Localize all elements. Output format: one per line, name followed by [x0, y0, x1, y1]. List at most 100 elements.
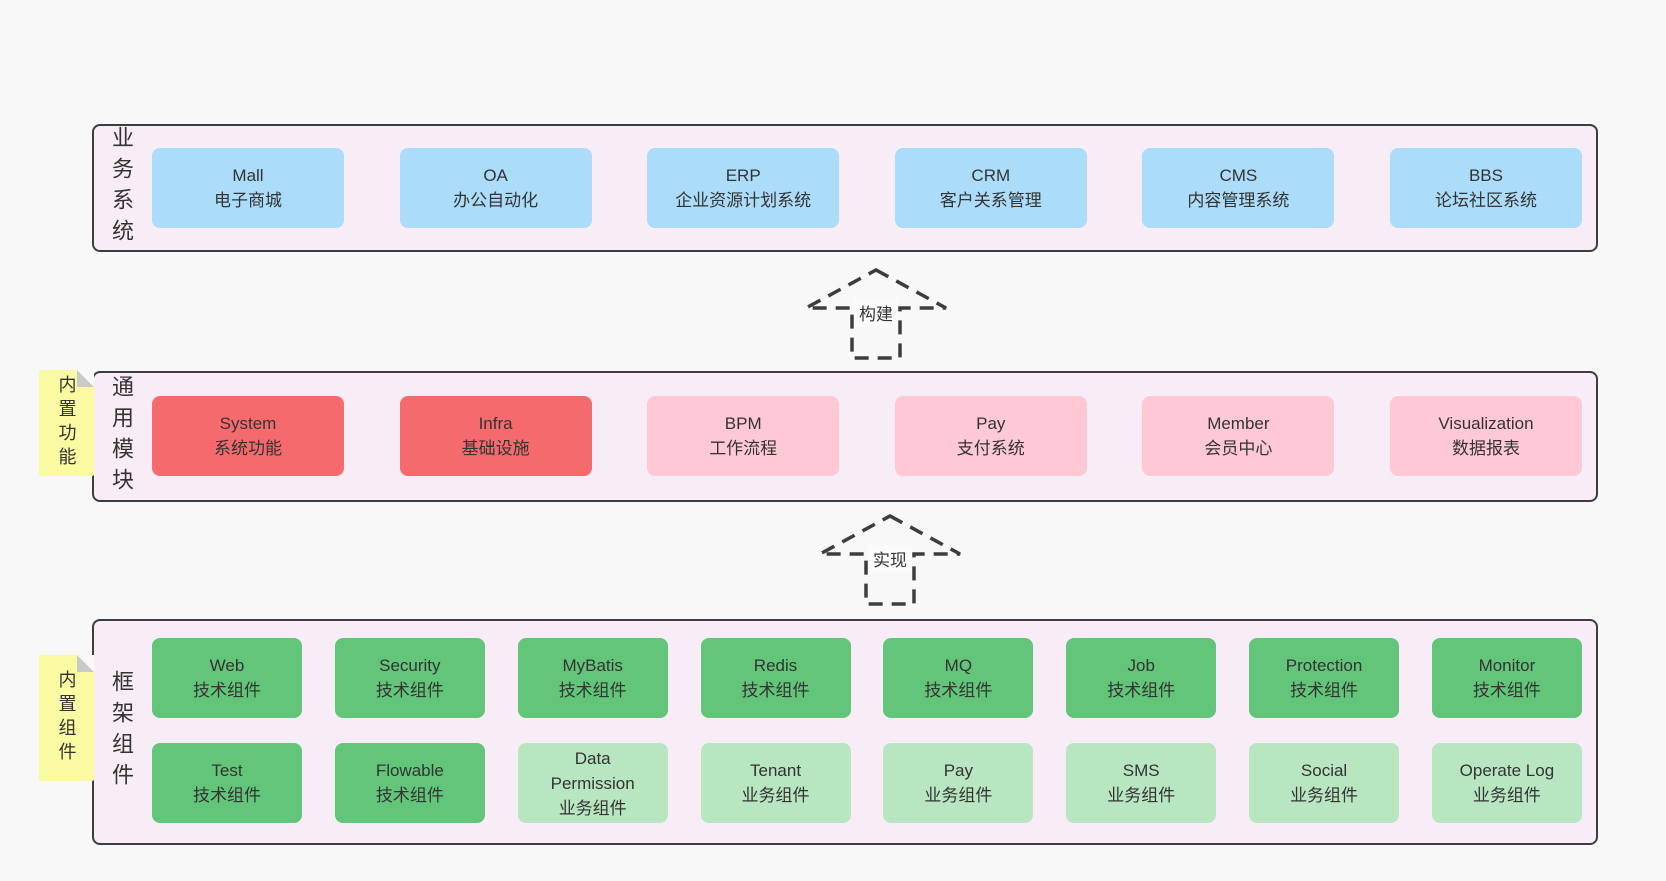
box-flowable: Flowable 技术组件 — [334, 743, 485, 823]
section-business-label: 业务系统 — [109, 126, 134, 250]
box-subtitle: 技术组件 — [375, 681, 444, 700]
box-mall: Mall 电子商城 — [152, 148, 344, 228]
box-title: Data Permission — [550, 748, 635, 793]
box-redis: Redis 技术组件 — [700, 638, 851, 718]
box-security: Security 技术组件 — [334, 638, 485, 718]
sticky-note-builtin-components: 内置组件 — [39, 655, 94, 781]
box-title: Redis — [753, 656, 798, 675]
box-title: MyBatis — [562, 656, 623, 675]
box-subtitle: 内容管理系统 — [1187, 191, 1290, 210]
box-title: Security — [379, 656, 441, 675]
box-pay-biz: Pay 业务组件 — [883, 743, 1034, 823]
box-crm: CRM 客户关系管理 — [894, 148, 1087, 228]
sticky-note-text: 内置组件 — [56, 670, 77, 766]
box-mybatis: MyBatis 技术组件 — [517, 638, 668, 718]
box-web: Web 技术组件 — [152, 638, 302, 718]
section-common-modules: 内置功能 通用模块 System 系统功能 Infra 基础设施 BPM 工作流… — [39, 370, 1598, 502]
box-tenant: Tenant 业务组件 — [700, 743, 851, 823]
box-test: Test 技术组件 — [152, 743, 302, 823]
box-subtitle: 技术组件 — [1472, 681, 1541, 700]
box-infra: Infra 基础设施 — [399, 396, 592, 476]
sticky-note-text: 内置功能 — [56, 375, 77, 471]
box-title: Infra — [478, 414, 513, 433]
box-mq: MQ 技术组件 — [883, 638, 1034, 718]
box-visualization: Visualization 数据报表 — [1389, 396, 1582, 476]
box-subtitle: 技术组件 — [558, 681, 627, 700]
box-subtitle: 业务组件 — [924, 786, 993, 805]
box-title: CRM — [971, 166, 1011, 185]
box-member: Member 会员中心 — [1142, 396, 1335, 476]
arrow-build-label: 构建 — [854, 299, 898, 326]
dashed-up-arrow-icon — [819, 514, 961, 606]
box-subtitle: 业务组件 — [1290, 786, 1359, 805]
box-subtitle: 技术组件 — [924, 681, 993, 700]
arrow-implement: 实现 — [815, 512, 965, 608]
box-subtitle: 企业资源计划系统 — [675, 191, 812, 210]
box-title: Operate Log — [1459, 761, 1555, 780]
box-cms: CMS 内容管理系统 — [1142, 148, 1335, 228]
box-title: Pay — [943, 761, 974, 780]
box-subtitle: 电子商城 — [214, 191, 282, 210]
box-protection: Protection 技术组件 — [1249, 638, 1400, 718]
box-job: Job 技术组件 — [1066, 638, 1217, 718]
section-components-label: 框架组件 — [109, 670, 134, 794]
box-title: ERP — [725, 166, 761, 185]
box-subtitle: 业务组件 — [741, 786, 810, 805]
box-system: System 系统功能 — [152, 396, 344, 476]
box-title: Test — [211, 761, 243, 780]
box-sms: SMS 业务组件 — [1066, 743, 1217, 823]
box-title: Monitor — [1478, 656, 1536, 675]
box-erp: ERP 企业资源计划系统 — [647, 148, 840, 228]
box-pay: Pay 支付系统 — [894, 396, 1087, 476]
box-title: OA — [483, 166, 508, 185]
box-title: Web — [209, 656, 245, 675]
box-subtitle: 办公自动化 — [453, 191, 539, 210]
box-monitor: Monitor 技术组件 — [1431, 638, 1582, 718]
box-title: BBS — [1468, 166, 1503, 185]
box-subtitle: 基础设施 — [461, 439, 530, 458]
box-subtitle: 客户关系管理 — [939, 191, 1042, 210]
box-subtitle: 技术组件 — [741, 681, 810, 700]
box-title: MQ — [944, 656, 973, 675]
box-subtitle: 技术组件 — [1107, 681, 1176, 700]
box-bpm: BPM 工作流程 — [647, 396, 840, 476]
box-title: SMS — [1122, 761, 1160, 780]
box-subtitle: 论坛社区系统 — [1434, 191, 1537, 210]
section-modules-label: 通用模块 — [109, 374, 134, 499]
section-business-systems: 业务系统 Mall 电子商城 OA 办公自动化 ERP 企业资源计划系统 CRM… — [92, 124, 1598, 252]
box-subtitle: 技术组件 — [375, 786, 444, 805]
box-title: Social — [1300, 761, 1348, 780]
box-subtitle: 技术组件 — [1290, 681, 1359, 700]
section-framework-components: 内置组件 框架组件 Web 技术组件 Security 技术组件 MyBatis… — [39, 619, 1598, 845]
box-title: Flowable — [375, 761, 444, 780]
box-subtitle: 系统功能 — [214, 439, 282, 458]
box-subtitle: 技术组件 — [193, 681, 261, 700]
box-data-permission: Data Permission 业务组件 — [517, 743, 668, 823]
box-title: Visualization — [1438, 414, 1534, 433]
box-title: Protection — [1285, 656, 1363, 675]
box-title: CMS — [1219, 166, 1258, 185]
box-subtitle: 会员中心 — [1204, 439, 1273, 458]
box-title: BPM — [724, 414, 762, 433]
sticky-note-builtin-features: 内置功能 — [39, 370, 94, 476]
arrow-build: 构建 — [801, 266, 951, 362]
box-oa: OA 办公自动化 — [399, 148, 592, 228]
box-title: Mall — [232, 166, 264, 185]
box-title: Member — [1207, 414, 1270, 433]
box-operate-log: Operate Log 业务组件 — [1431, 743, 1582, 823]
arrow-implement-label: 实现 — [868, 545, 912, 572]
dashed-up-arrow-icon — [805, 268, 947, 360]
box-title: Job — [1127, 656, 1155, 675]
box-title: Pay — [976, 414, 1006, 433]
box-title: System — [219, 414, 277, 433]
box-title: Tenant — [750, 761, 802, 780]
box-subtitle: 支付系统 — [956, 439, 1025, 458]
box-subtitle: 数据报表 — [1451, 439, 1520, 458]
box-social: Social 业务组件 — [1249, 743, 1400, 823]
box-subtitle: 工作流程 — [709, 439, 778, 458]
box-subtitle: 业务组件 — [1107, 786, 1176, 805]
box-subtitle: 业务组件 — [558, 798, 627, 818]
box-subtitle: 技术组件 — [193, 786, 261, 805]
box-subtitle: 业务组件 — [1472, 786, 1541, 805]
